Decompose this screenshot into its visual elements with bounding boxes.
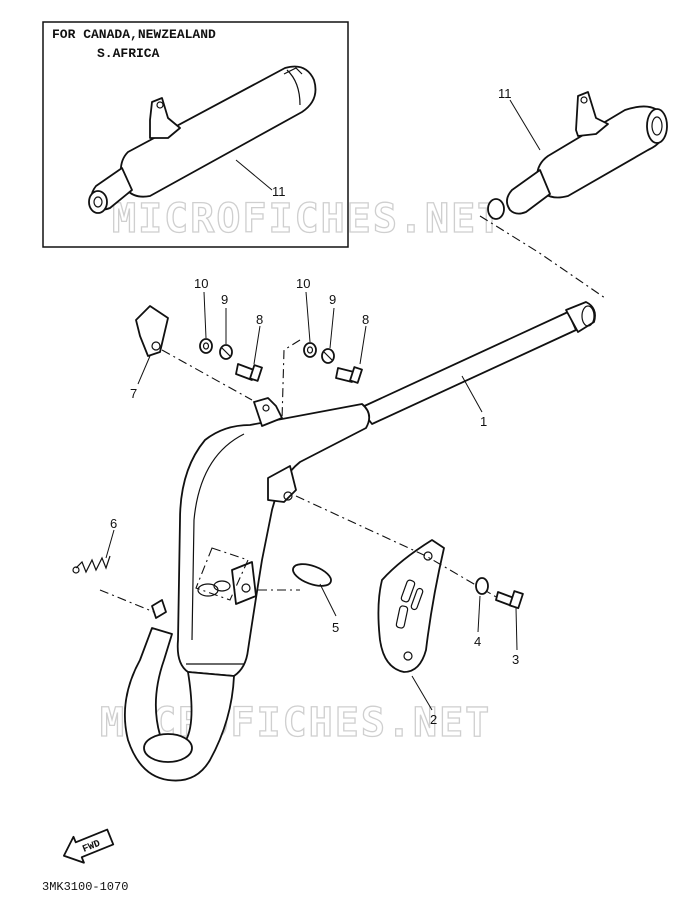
fwd-arrow: FWD	[62, 828, 115, 864]
assembly-line-right-hardware	[281, 339, 301, 421]
hardware-right-set	[303, 342, 363, 384]
inset-title-line2: S.AFRICA	[97, 46, 160, 61]
callout-2: 2	[430, 712, 437, 727]
muffler-part-11	[487, 91, 668, 220]
callouts: 1 2 3 4 5 6 7 8 8 9 9 10 10 11 11	[105, 86, 541, 727]
callout-6: 6	[110, 516, 117, 531]
assembly-line-spring	[99, 589, 155, 613]
callout-8-right: 8	[362, 312, 369, 327]
watermark-top: MICROFICHES.NET	[112, 196, 503, 242]
callout-9-left: 9	[221, 292, 228, 307]
assembly-line-muffler	[479, 215, 606, 299]
assembly-line-bracket	[161, 349, 253, 401]
hardware-left-set	[199, 338, 263, 382]
inset-muffler	[88, 65, 317, 214]
exhaust-pipe-part-1	[123, 301, 596, 782]
callout-10-left: 10	[194, 276, 208, 291]
spring-part-6	[72, 555, 111, 574]
heat-guard-part-2	[377, 539, 445, 673]
bracket-part-7	[135, 305, 169, 357]
callout-7: 7	[130, 386, 137, 401]
callout-10-right: 10	[296, 276, 310, 291]
callout-11-inset: 11	[272, 184, 286, 199]
callout-4: 4	[474, 634, 481, 649]
callout-9-right: 9	[329, 292, 336, 307]
inset-title-line1: FOR CANADA,NEWZEALAND	[52, 27, 216, 42]
callout-8-left: 8	[256, 312, 263, 327]
diagram-code: 3MK3100-1070	[42, 880, 128, 894]
washer-part-4	[475, 577, 489, 595]
assembly-line-guard	[295, 495, 499, 599]
callout-5: 5	[332, 620, 339, 635]
o-ring-part-5	[292, 563, 332, 587]
inset-box: FOR CANADA,NEWZEALAND S.AFRICA	[42, 21, 349, 248]
callout-11-main: 11	[498, 86, 512, 101]
callout-1: 1	[480, 414, 487, 429]
bolt-part-3	[495, 590, 524, 610]
callout-3: 3	[512, 652, 519, 667]
